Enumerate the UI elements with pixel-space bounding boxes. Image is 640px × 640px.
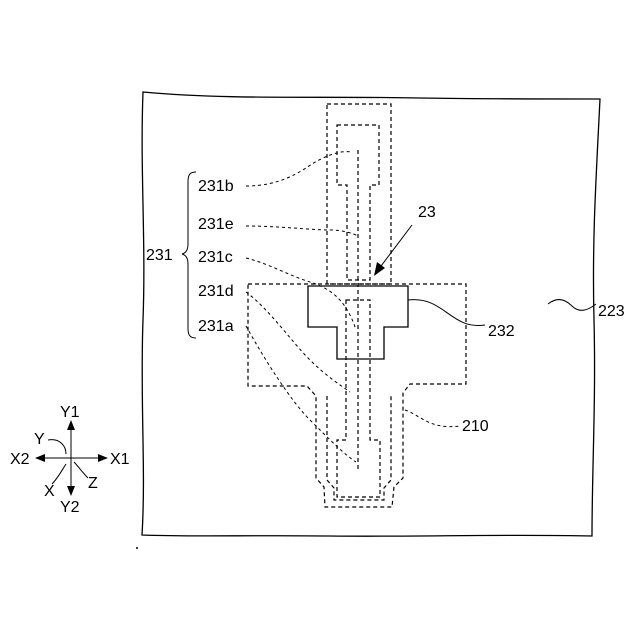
label-210: 210	[462, 418, 489, 435]
label-231e: 231e	[198, 216, 234, 233]
label-223: 223	[598, 303, 625, 320]
label-231b: 231b	[198, 178, 234, 195]
arrow-23-head	[374, 262, 385, 276]
label-axis-x1: X1	[110, 451, 130, 468]
label-232: 232	[488, 323, 515, 340]
label-231: 231	[146, 247, 173, 264]
stray-mark	[136, 547, 138, 549]
substrate-outline	[142, 92, 600, 536]
label-axis-y: Y	[34, 431, 45, 448]
leader-231c	[246, 258, 356, 330]
leader-axis-y	[48, 440, 66, 454]
label-axis-y2: Y2	[60, 499, 80, 516]
leader-223	[548, 300, 596, 311]
leader-232	[408, 300, 485, 326]
leader-210	[405, 410, 460, 427]
label-axis-y1: Y1	[60, 404, 80, 421]
label-23: 23	[418, 204, 436, 221]
leader-axis-z	[74, 462, 88, 478]
label-axis-x2: X2	[10, 451, 30, 468]
axis-x1-arrowhead	[98, 454, 108, 462]
axis-y2-arrowhead	[67, 486, 75, 496]
leader-231a	[246, 326, 356, 462]
leader-231d	[246, 292, 350, 392]
leader-231b	[246, 152, 352, 186]
leader-231e	[246, 226, 358, 236]
axis-x2-arrowhead	[35, 454, 45, 462]
axes-indicator: Y1 Y2 X1 X2 Y X Z	[10, 404, 130, 516]
leader-axis-x	[52, 464, 66, 484]
label-231a: 231a	[198, 318, 234, 335]
label-231c: 231c	[198, 249, 233, 266]
label-axis-z: Z	[88, 475, 98, 492]
outer-region-210	[248, 284, 466, 507]
label-231d: 231d	[198, 283, 234, 300]
label-axis-x: X	[44, 483, 55, 500]
brace-231	[182, 172, 196, 338]
axis-y1-arrowhead	[67, 420, 75, 430]
arrow-23-shaft	[378, 225, 412, 270]
